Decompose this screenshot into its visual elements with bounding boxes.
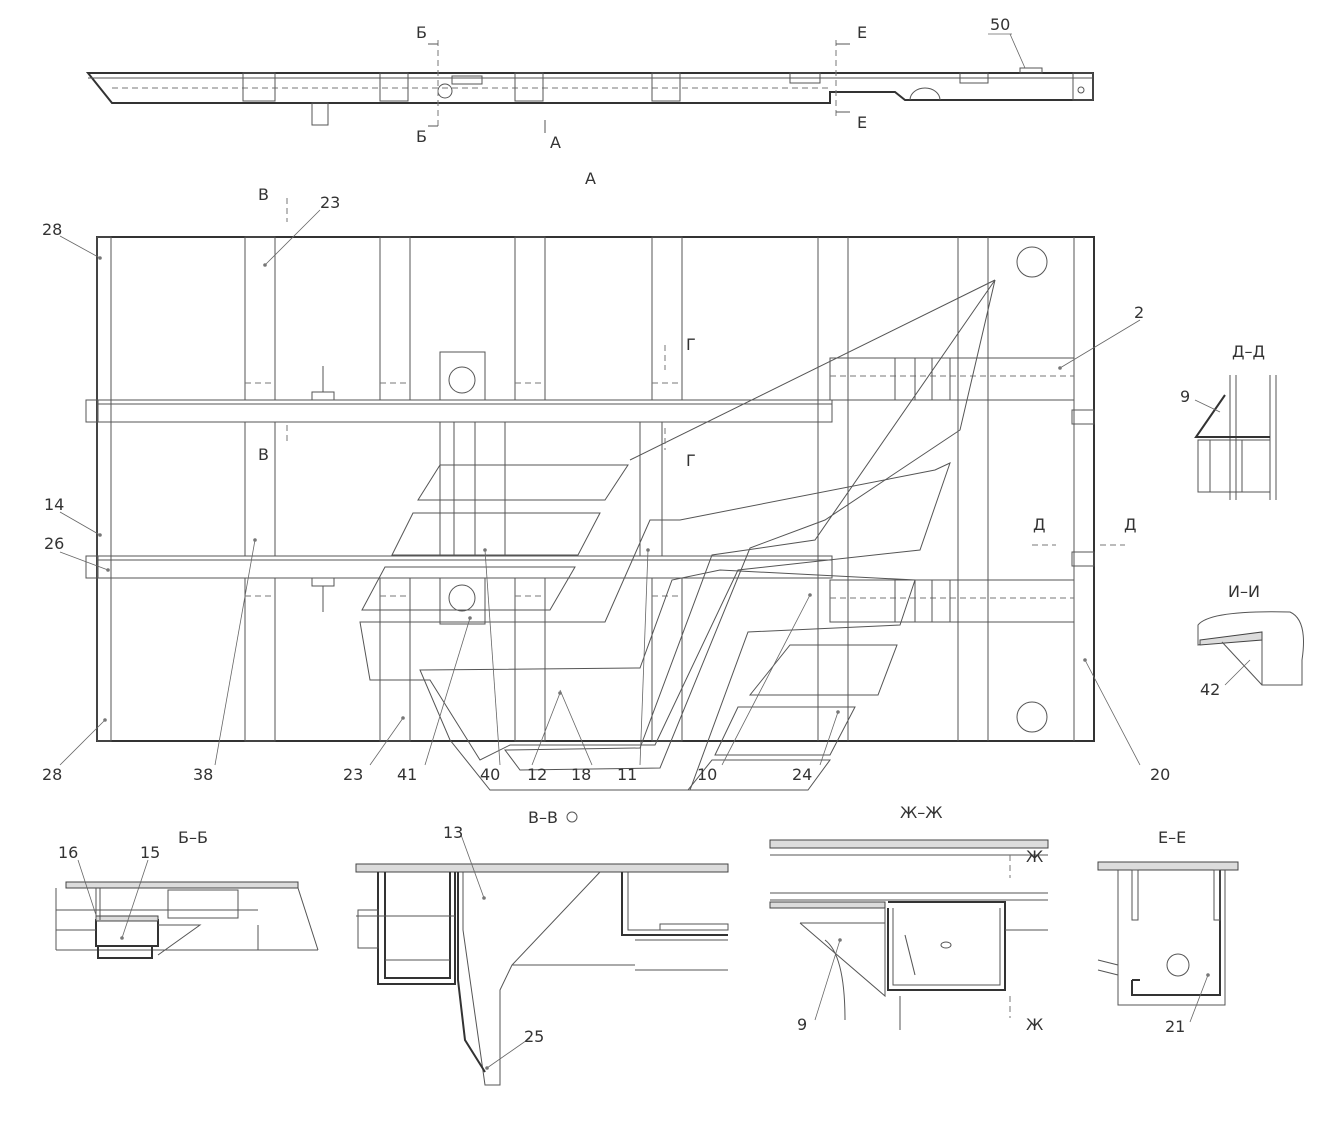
callout-40: 40 bbox=[480, 765, 500, 784]
callout-12: 12 bbox=[527, 765, 547, 784]
section-mark-e-bottom: Е bbox=[857, 113, 867, 132]
section-mark-g-top: Г bbox=[686, 335, 696, 354]
callout-13: 13 bbox=[443, 823, 463, 842]
callout-9-dd: 9 bbox=[1180, 387, 1190, 406]
callout-16: 16 bbox=[58, 843, 78, 862]
section-title-zhzh: Ж–Ж bbox=[900, 803, 942, 822]
section-title-dd: Д–Д bbox=[1232, 342, 1265, 361]
section-mark-g-bottom: Г bbox=[686, 451, 696, 470]
callout-41: 41 bbox=[397, 765, 417, 784]
section-mark-b-top: Б bbox=[416, 23, 427, 42]
plan-view bbox=[59, 198, 1141, 791]
callout-14: 14 bbox=[44, 495, 64, 514]
section-title-bb: Б–Б bbox=[178, 828, 208, 847]
callout-9-zhzh: 9 bbox=[797, 1015, 807, 1034]
section-mark-e-top: Е bbox=[857, 23, 867, 42]
section-title-ee: Е–Е bbox=[1158, 828, 1186, 847]
section-mark-b-bottom: Б bbox=[416, 127, 427, 146]
section-ii bbox=[1197, 611, 1304, 686]
callout-2: 2 bbox=[1134, 303, 1144, 322]
section-mark-d-right: Д bbox=[1124, 515, 1137, 534]
view-title-a: А bbox=[585, 169, 596, 188]
callout-28-bottom: 28 bbox=[42, 765, 62, 784]
section-title-vv: В–В bbox=[528, 808, 558, 827]
view-mark-a: А bbox=[550, 133, 561, 152]
section-ee bbox=[1097, 861, 1239, 1023]
section-vv bbox=[355, 811, 729, 1086]
callout-10: 10 bbox=[697, 765, 717, 784]
section-zhzh bbox=[769, 839, 1049, 1030]
callout-18: 18 bbox=[571, 765, 591, 784]
section-mark-v-bottom: В bbox=[258, 445, 269, 464]
callout-20: 20 bbox=[1150, 765, 1170, 784]
callout-50: 50 bbox=[990, 15, 1010, 34]
callout-38: 38 bbox=[193, 765, 213, 784]
section-mark-zh-bottom: Ж bbox=[1026, 1015, 1043, 1034]
callout-26: 26 bbox=[44, 534, 64, 553]
callout-11: 11 bbox=[617, 765, 637, 784]
section-mark-zh-top: Ж bbox=[1026, 847, 1043, 866]
section-mark-v-top: В bbox=[258, 185, 269, 204]
callout-24: 24 bbox=[792, 765, 812, 784]
callout-23-bottom: 23 bbox=[343, 765, 363, 784]
callout-21: 21 bbox=[1165, 1017, 1185, 1036]
callout-23-top: 23 bbox=[320, 193, 340, 212]
section-dd bbox=[1194, 375, 1277, 500]
section-title-ii: И–И bbox=[1228, 582, 1260, 601]
section-bb bbox=[55, 859, 319, 959]
callout-25: 25 bbox=[524, 1027, 544, 1046]
side-view bbox=[85, 33, 1094, 133]
callout-42: 42 bbox=[1200, 680, 1220, 699]
callout-28-top: 28 bbox=[42, 220, 62, 239]
callout-15: 15 bbox=[140, 843, 160, 862]
section-mark-d-left: Д bbox=[1033, 515, 1046, 534]
